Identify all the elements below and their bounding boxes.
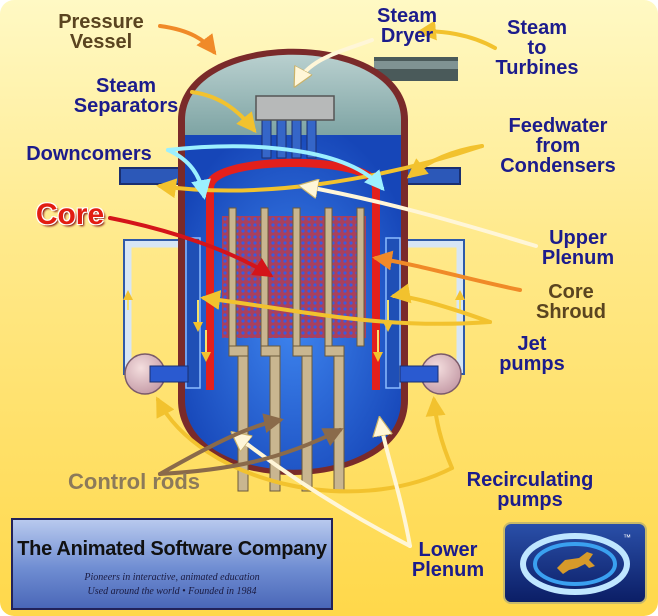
- label-steam-dryer: Steam Dryer: [362, 6, 452, 46]
- label-recirculating-pumps: Recirculating pumps: [450, 470, 610, 510]
- label-steam-to-turbines: Steam to Turbines: [482, 18, 592, 78]
- label-core: Core: [28, 200, 112, 230]
- label-downcomers: Downcomers: [14, 144, 164, 164]
- label-upper-plenum: Upper Plenum: [528, 228, 628, 268]
- horse-icon: ™: [505, 524, 645, 602]
- label-feedwater: Feedwater from Condensers: [470, 116, 646, 176]
- label-steam-separators: Steam Separators: [56, 76, 196, 116]
- svg-text:™: ™: [623, 533, 631, 542]
- label-lower-plenum: Lower Plenum: [400, 540, 496, 580]
- company-logo-banner: The Animated Software Company Pioneers i…: [11, 518, 333, 610]
- horse-emblem-logo: ™: [503, 522, 647, 604]
- label-jet-pumps: Jet pumps: [484, 334, 580, 374]
- company-tagline-2: Used around the world • Founded in 1984: [13, 586, 331, 597]
- steam-dryer: [256, 96, 334, 120]
- label-pressure-vessel: Pressure Vessel: [46, 12, 156, 52]
- company-name: The Animated Software Company: [13, 538, 331, 561]
- label-control-rods: Control rods: [50, 472, 218, 492]
- label-core-shroud: Core Shroud: [522, 282, 620, 322]
- company-tagline-1: Pioneers in interactive, animated educat…: [13, 572, 331, 583]
